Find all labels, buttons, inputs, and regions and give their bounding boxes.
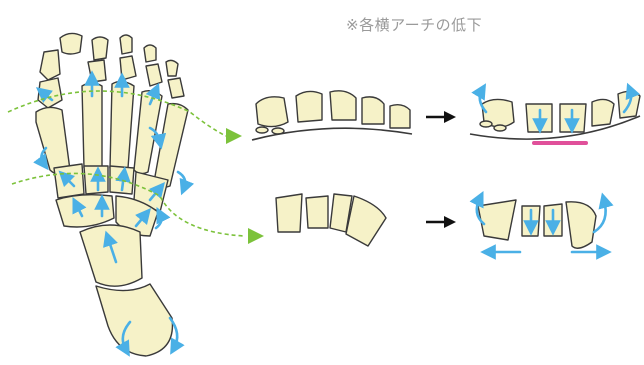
guide-pointer-upper <box>226 128 242 144</box>
hindfoot-bones <box>80 225 172 356</box>
right-arrow-icon <box>426 216 456 228</box>
metatarsal-arch-lowered <box>470 90 640 143</box>
right-arrow-icon <box>426 111 456 123</box>
guide-pointer-lower <box>248 228 264 244</box>
tarsal-arch-lowered <box>477 198 606 252</box>
metatarsal-arch-normal <box>252 91 412 140</box>
foot-skeleton <box>8 33 244 356</box>
tarsal-arch-normal <box>276 194 386 246</box>
